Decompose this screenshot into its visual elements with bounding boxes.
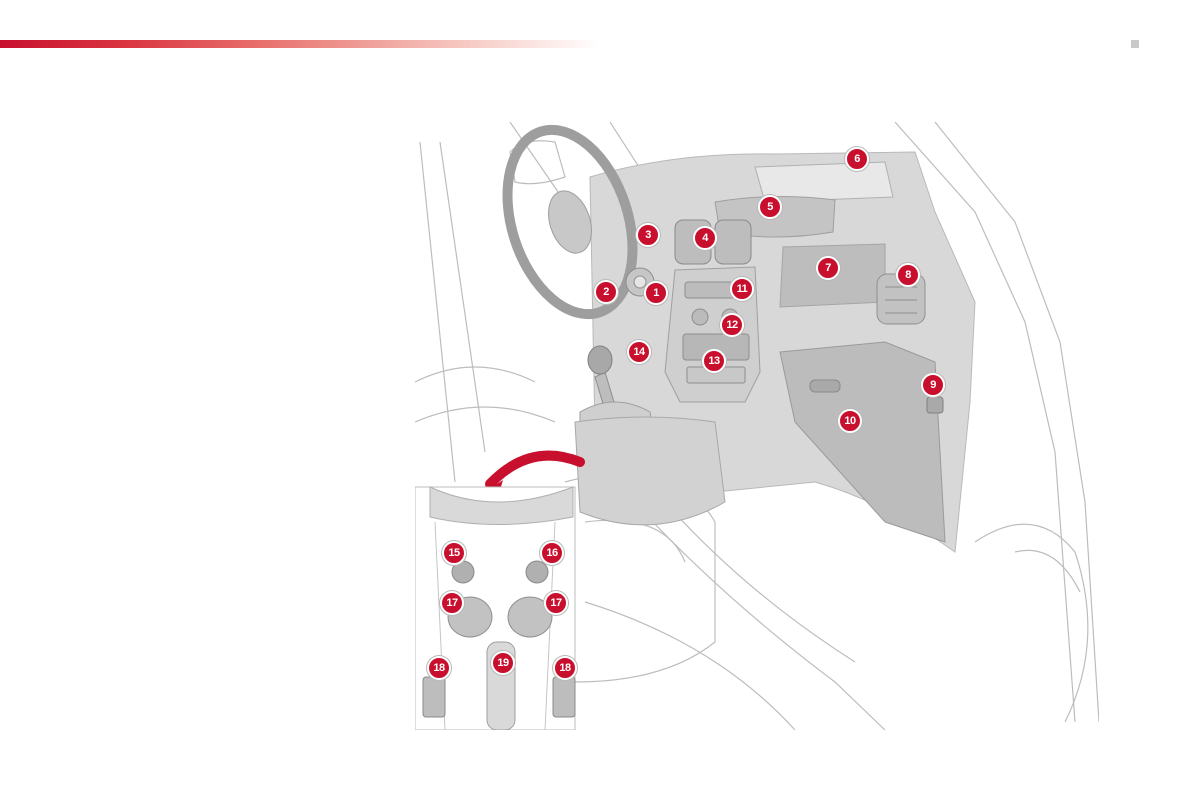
marker-right-cupholder: 17 <box>544 591 568 615</box>
marker-upper-storage: 5 <box>758 195 782 219</box>
marker-wiper-stalk: 3 <box>636 223 660 247</box>
marker-glovebox: 10 <box>838 409 862 433</box>
marker-socket: 9 <box>921 373 945 397</box>
dashboard-drawing <box>415 122 1099 730</box>
zoom-arc <box>490 456 580 484</box>
marker-audio: 12 <box>720 313 744 337</box>
marker-ignition: 1 <box>644 281 668 305</box>
marker-left-cupholder: 17 <box>440 591 464 615</box>
marker-center-vents: 4 <box>693 226 717 250</box>
left-door-line <box>420 142 455 482</box>
marker-side-vent: 8 <box>896 263 920 287</box>
page-corner-mark <box>1131 40 1139 48</box>
marker-top-display: 6 <box>845 147 869 171</box>
marker-lighting-stalk: 2 <box>594 280 618 304</box>
marker-hazard-controls: 11 <box>730 277 754 301</box>
marker-storage-tube: 19 <box>491 651 515 675</box>
marker-switches: 14 <box>627 340 651 364</box>
marker-left-rear-vent: 18 <box>427 656 451 680</box>
car-interior-illustration: 1 2 3 4 5 6 7 8 9 10 11 12 13 14 15 16 1… <box>415 122 1099 730</box>
marker-left-switch: 15 <box>442 541 466 565</box>
marker-right-switch: 16 <box>540 541 564 565</box>
marker-heating-controls: 13 <box>702 349 726 373</box>
header-accent-bar <box>0 40 600 48</box>
marker-airbag: 7 <box>816 256 840 280</box>
marker-right-rear-vent: 18 <box>553 656 577 680</box>
